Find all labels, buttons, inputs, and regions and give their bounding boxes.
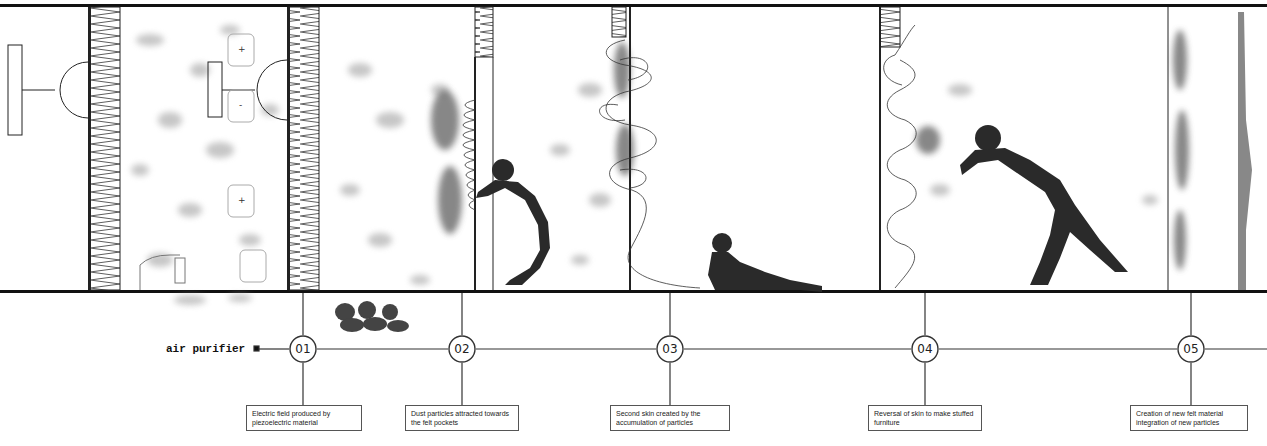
floor-rule <box>0 290 1267 293</box>
step-number: 05 <box>1183 342 1198 356</box>
timeline-connector <box>669 363 670 405</box>
timeline-connector <box>939 348 1177 349</box>
description-box: Electric field produced by piezoelectric… <box>246 405 362 431</box>
component-label: air purifier <box>166 343 245 355</box>
timeline-connector <box>1190 363 1191 405</box>
timeline-connector <box>317 348 448 349</box>
polarity-sign: - <box>239 100 242 110</box>
human-silhouettes <box>476 125 1128 292</box>
dog-silhouettes <box>335 301 409 332</box>
felt-wall <box>88 7 1252 290</box>
step-description: Dust particles attracted towards the fel… <box>411 409 513 427</box>
description-box: Reversal of skin to make stuffed furnitu… <box>868 405 982 431</box>
description-box: Creation of new felt material integratio… <box>1130 405 1248 431</box>
step-circle: 02 <box>448 335 476 363</box>
timeline-connector <box>461 363 462 405</box>
step-description: Creation of new felt material integratio… <box>1136 409 1242 427</box>
polarity-sign: + <box>238 195 246 205</box>
step-circle: 05 <box>1177 335 1205 363</box>
felt-pockets <box>463 25 916 288</box>
timeline-lines <box>254 293 1267 351</box>
step-circle: 01 <box>289 335 317 363</box>
polarity-sign: + <box>238 44 246 54</box>
timeline-connector <box>684 348 911 349</box>
step-number: 02 <box>454 342 469 356</box>
timeline-connector <box>924 363 925 405</box>
dust-particles <box>131 25 1158 305</box>
step-description: Electric field produced by piezoelectric… <box>252 409 356 427</box>
step-description: Reversal of skin to make stuffed furnitu… <box>874 409 976 427</box>
step-number: 03 <box>662 342 677 356</box>
step-circle: 04 <box>911 335 939 363</box>
description-box: Dust particles attracted towards the fel… <box>405 405 519 431</box>
step-circle: 03 <box>656 335 684 363</box>
timeline-connector <box>476 348 656 349</box>
timeline-connector <box>302 363 303 405</box>
step-number: 04 <box>917 342 932 356</box>
top-rule <box>0 4 1267 7</box>
description-box: Second skin created by the accumulation … <box>610 405 730 431</box>
circuit-symbols <box>8 34 287 290</box>
step-number: 01 <box>295 342 310 356</box>
step-description: Second skin created by the accumulation … <box>616 409 724 427</box>
